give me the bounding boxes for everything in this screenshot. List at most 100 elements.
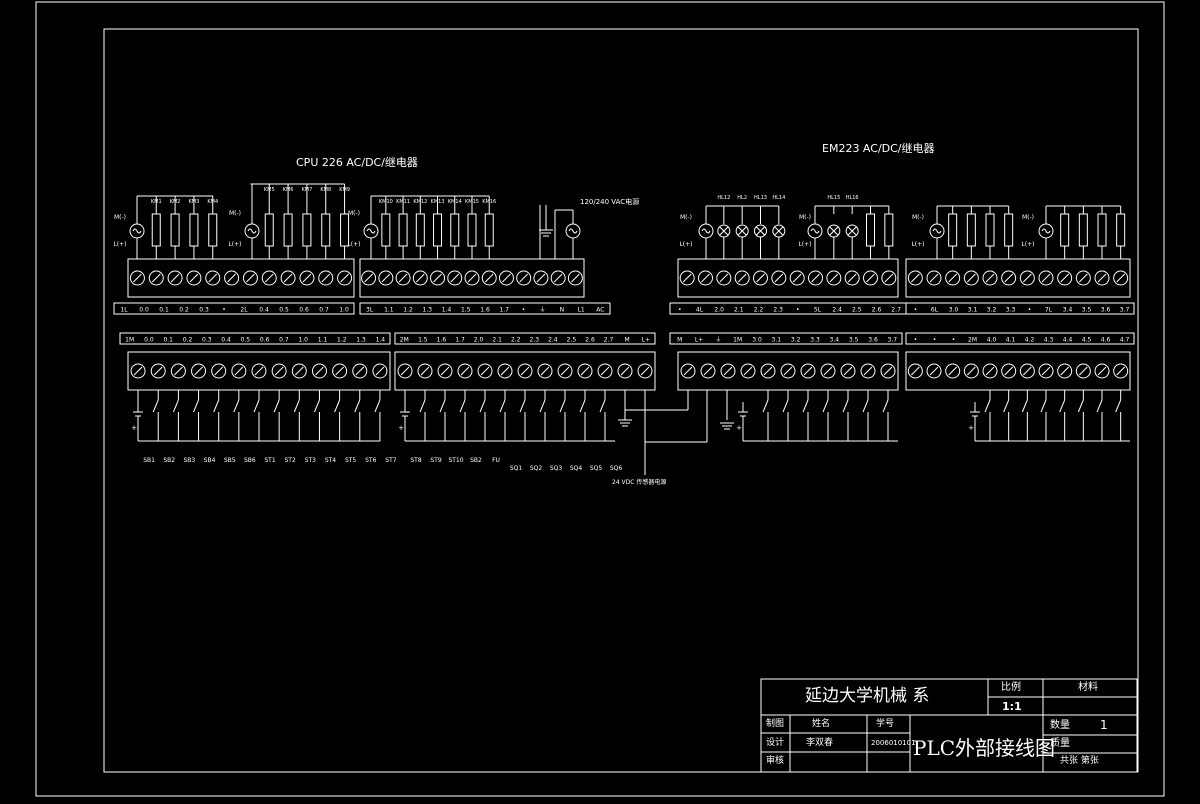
screw-terminal	[477, 363, 493, 379]
screw-terminal	[1019, 270, 1035, 286]
lamp-cross	[756, 226, 765, 236]
screw-terminal	[412, 270, 428, 286]
terminal-label: •	[952, 337, 956, 344]
screw-slot	[254, 366, 264, 376]
input-device-label: SQ1	[510, 465, 523, 472]
terminal-label: 2.6	[872, 307, 882, 314]
screw-terminal	[148, 270, 164, 286]
screw-terminal	[1001, 270, 1017, 286]
plus-sign: +	[968, 424, 974, 432]
scale-label: 比例	[1001, 682, 1021, 693]
input-device-label: ST10	[448, 457, 463, 464]
screw-slot	[723, 366, 733, 376]
terminal-label: 4.1	[1006, 337, 1016, 344]
terminal-label: 3.7	[1120, 307, 1130, 314]
switch-contact	[579, 399, 586, 413]
screw-slot	[737, 273, 747, 283]
terminal-label: 2.3	[773, 307, 783, 314]
screw-slot	[335, 366, 344, 376]
relay-coil	[1097, 213, 1107, 247]
relay-coil	[170, 213, 180, 247]
screw-terminal	[680, 363, 696, 379]
terminal-label: 1.6	[437, 337, 447, 344]
screw-terminal	[808, 270, 823, 286]
terminal-label: 4.7	[1120, 337, 1130, 344]
switch-contact	[354, 399, 361, 413]
screw-terminal	[907, 363, 923, 379]
input-device-label: SQ4	[570, 465, 583, 472]
screw-terminal	[251, 363, 267, 379]
ac-wave	[1041, 228, 1051, 234]
screw-terminal	[533, 270, 549, 286]
switch-contact	[233, 399, 240, 413]
screw-terminal	[337, 270, 353, 286]
screw-terminal	[516, 270, 532, 286]
name-label: 姓名	[812, 719, 831, 729]
screw-terminal	[617, 363, 633, 379]
screw-terminal	[734, 270, 750, 286]
screw-slot	[398, 273, 408, 283]
screw-slot	[467, 273, 477, 283]
screw-terminal	[771, 270, 787, 286]
input-device-label: ST1	[264, 457, 275, 464]
screw-slot	[246, 273, 255, 283]
terminal-label: 2.6	[585, 337, 595, 344]
screw-terminal	[844, 270, 860, 286]
switch-contact	[172, 399, 179, 413]
plus-sign: +	[398, 424, 404, 432]
screw-slot	[540, 366, 550, 376]
switch-contact	[984, 399, 991, 413]
relay-coil	[302, 213, 312, 247]
screw-slot	[433, 273, 442, 283]
terminal-label: 2.2	[511, 337, 521, 344]
terminal-label: 1.1	[384, 307, 394, 314]
terminal-label: 1.2	[337, 337, 347, 344]
relay-coil	[381, 213, 391, 247]
relay-coil	[1060, 213, 1070, 247]
terminal-label: 0.4	[259, 307, 269, 314]
cpu-output-label-row-b	[359, 302, 611, 315]
screw-terminal	[517, 363, 533, 379]
sheet-inner-border	[103, 28, 1139, 773]
screw-slot	[683, 366, 693, 376]
screw-slot	[1060, 273, 1070, 283]
screw-terminal	[130, 363, 146, 379]
m-minus-label: M(-)	[348, 210, 360, 217]
screw-slot	[460, 366, 470, 376]
screw-terminal	[481, 270, 497, 286]
lamp-cross	[829, 226, 839, 236]
screw-terminal	[1094, 363, 1110, 379]
screw-terminal	[698, 270, 713, 286]
m-minus-label: M(-)	[1022, 214, 1034, 221]
relay-coil	[433, 213, 443, 247]
l-plus-label: L(+)	[911, 241, 924, 248]
terminal-label: 3.2	[791, 337, 801, 344]
screw-slot	[1116, 366, 1126, 376]
weight-label: 质量	[1050, 738, 1070, 749]
screw-slot	[502, 273, 511, 283]
relay-coil	[398, 213, 408, 247]
screw-slot	[264, 273, 274, 283]
screw-slot	[847, 273, 857, 283]
screw-slot	[170, 273, 180, 283]
screw-terminal	[242, 270, 258, 286]
relay-coil	[1004, 213, 1014, 247]
lamp-label: HL14	[772, 195, 785, 201]
terminal-label: 1L	[120, 307, 128, 314]
screw-slot	[792, 273, 802, 283]
terminal-label: 0.2	[179, 307, 189, 314]
terminal-label: 3.6	[1101, 307, 1111, 314]
relay-coil	[884, 213, 894, 247]
relay-coil	[189, 213, 199, 247]
screw-terminal	[170, 363, 186, 379]
terminal-label: 0.6	[260, 337, 270, 344]
terminal-label: 3.6	[868, 337, 878, 344]
screw-terminal	[926, 270, 942, 286]
screw-terminal	[860, 363, 876, 379]
screw-slot	[701, 273, 710, 283]
screw-terminal	[760, 363, 776, 379]
terminal-label: 3.4	[830, 337, 840, 344]
coil-label: KM5	[264, 187, 275, 193]
terminal-label: 2L	[240, 307, 248, 314]
